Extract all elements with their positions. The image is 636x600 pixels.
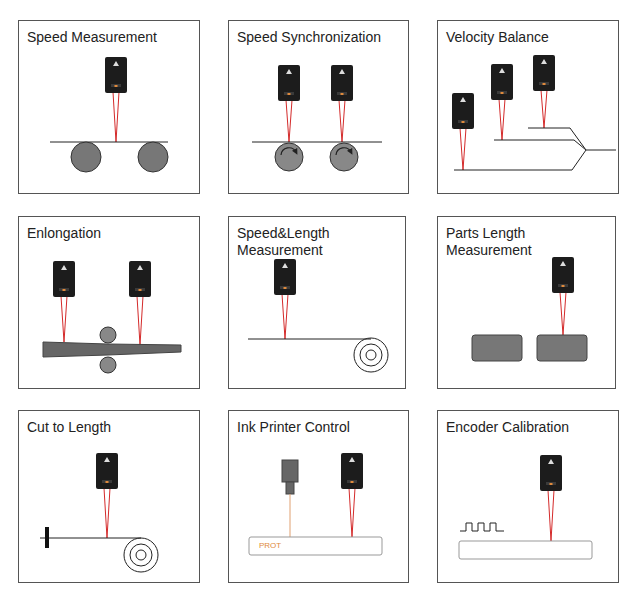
application-panel: Enlongation (18, 216, 200, 389)
panel-title: Encoder Calibration (446, 419, 616, 436)
application-panel: Speed Measurement (18, 20, 200, 194)
print-label: PROT (259, 542, 281, 550)
panel-title: Enlongation (27, 225, 197, 242)
panel-title: Speed Measurement (27, 29, 197, 46)
panel-title: Parts Length Measurement (446, 225, 556, 259)
application-panel: Parts Length Measurement (437, 216, 616, 389)
application-panel: Speed&Length Measurement (228, 216, 406, 389)
panel-title: Speed Synchronization (237, 29, 407, 46)
application-panel: Ink Printer Control (228, 410, 409, 583)
panel-title: Ink Printer Control (237, 419, 407, 436)
application-panel: Encoder Calibration (437, 410, 619, 583)
laser-beams (61, 90, 566, 541)
application-panel: Speed Synchronization (228, 20, 409, 194)
panel-title: Cut to Length (27, 419, 197, 436)
application-panel: Cut to Length (18, 410, 200, 583)
panel-title: Speed&Length Measurement (237, 225, 357, 259)
application-panel: Velocity Balance (437, 20, 619, 194)
panel-title: Velocity Balance (446, 29, 616, 46)
